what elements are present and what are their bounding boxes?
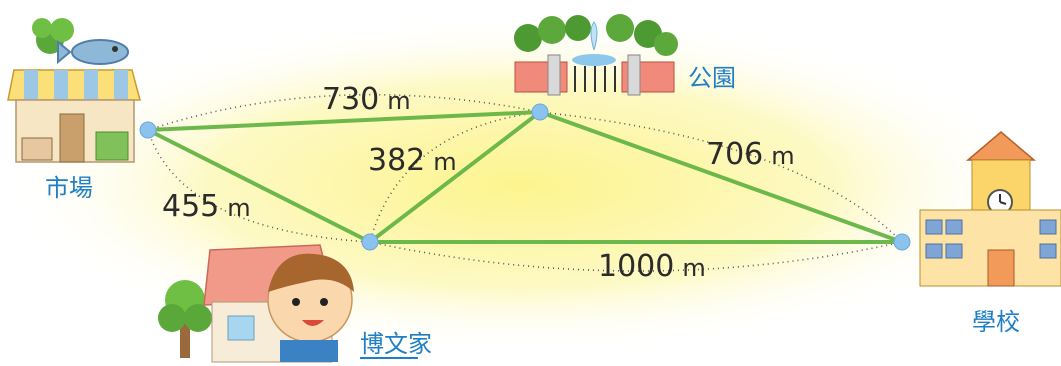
label-park: 公園 — [688, 64, 736, 92]
label-school: 學校 — [972, 308, 1020, 336]
park-illustration — [514, 14, 678, 96]
point-home — [361, 233, 379, 251]
label-market: 市場 — [45, 174, 93, 202]
point-school — [893, 233, 911, 251]
arc-park-school — [539, 111, 903, 243]
point-market — [139, 121, 157, 139]
market-illustration — [7, 18, 141, 163]
school-illustration — [919, 131, 1061, 287]
route-park-school — [538, 110, 904, 244]
dotted-arcs — [147, 93, 903, 272]
arc-home-school — [369, 241, 903, 272]
route-park-home — [368, 110, 542, 244]
route-market-home — [146, 128, 372, 244]
home-illustration — [158, 244, 354, 363]
arc-park-home — [369, 111, 541, 243]
point-park — [531, 103, 549, 121]
route-market-park — [146, 110, 542, 132]
label-home: 博文家 — [360, 330, 432, 358]
routes — [146, 110, 904, 244]
points — [139, 103, 911, 251]
